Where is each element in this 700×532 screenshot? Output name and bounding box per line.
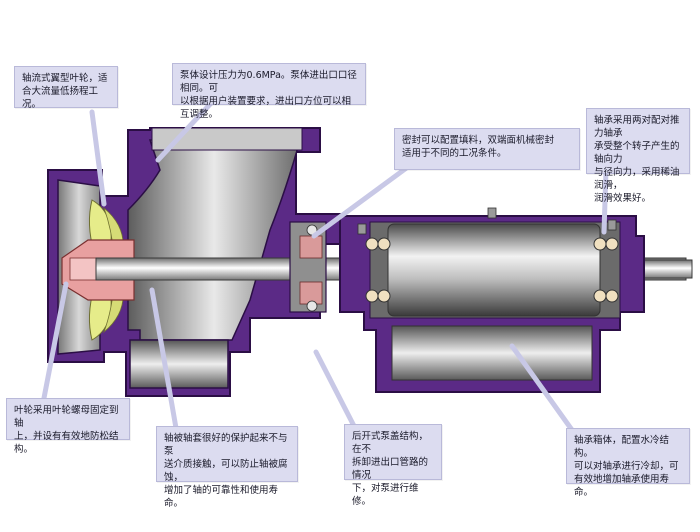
callout-casing-pressure: 泵体设计压力为0.6MPa。泵体进出口口径相同。可 以根据用户装置要求，进出口方… [172, 63, 366, 120]
leader-impeller [89, 109, 107, 207]
callout-split-casing: 后开式泵盖结构，在不 拆卸进出口管路的情况 下，对泵进行维修。 [344, 424, 442, 507]
leader-impeller-nut [41, 281, 69, 401]
leader-split-casing [313, 349, 357, 429]
callout-seal: 密封可以配置填料，双端面机械密封 适用于不同的工况条件。 [394, 128, 580, 170]
callout-shaft-sleeve: 轴被轴套很好的保护起来不与泵 送介质接触，可以防止轴被腐蚀， 增加了轴的可靠性和… [156, 426, 298, 509]
leader-casing [155, 97, 217, 163]
shaft-end [639, 259, 693, 279]
callout-bearing-thrust: 轴承采用两对配对推力轴承 承受整个转子产生的轴向力 与径向力，采用稀油润滑， 润… [586, 108, 690, 204]
leader-shaft-sleeve [149, 287, 179, 431]
callout-impeller-nut: 叶轮采用叶轮螺母固定到轴 上，并设有有效地防松结构。 [6, 398, 130, 455]
seal-assembly [289, 221, 327, 313]
leader-bearing [601, 167, 609, 235]
callout-impeller: 轴流式翼型叶轮，适 合大流量低扬程工况。 [14, 66, 118, 110]
leader-seal [311, 155, 423, 239]
callout-bearing-box: 轴承箱体，配置水冷结构。 可以对轴承进行冷却，可 有效地增加轴承使用寿命。 [566, 428, 690, 498]
leader-bearing-box [509, 343, 575, 433]
leader-lines [41, 97, 609, 433]
bearing-housing [339, 207, 645, 393]
